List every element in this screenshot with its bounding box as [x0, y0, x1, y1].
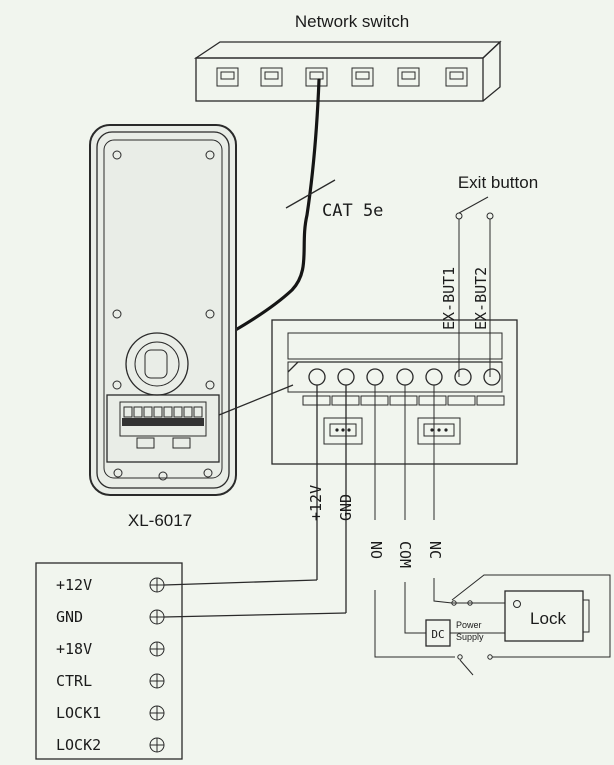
network-switch-label: Network switch	[295, 12, 409, 31]
device-model-label: XL-6017	[128, 511, 192, 530]
terminal-gnd-label: GND	[56, 608, 83, 626]
exit-terminal-1-label: EX-BUT1	[440, 267, 458, 330]
terminal-label-com: COM	[396, 541, 414, 568]
terminal-12v-label: +12V	[56, 576, 92, 594]
dc-label: DC	[431, 628, 444, 641]
power-supply-panel: +12V GND +18V CTRL LOCK1 LOCK2	[35, 562, 347, 760]
network-switch: Network switch	[193, 12, 502, 102]
lock-circuit: DC Power Supply Lock	[425, 574, 611, 676]
lock-label: Lock	[530, 609, 566, 628]
exit-button-label: Exit button	[458, 173, 538, 192]
xl-6017-device: XL-6017	[89, 124, 237, 530]
switch-ports	[216, 67, 468, 87]
power-supply-label-line2: Supply	[456, 632, 484, 642]
exit-button: Exit button EX-BUT1 EX-BUT2	[440, 173, 538, 377]
power-supply-label-line1: Power	[456, 620, 482, 630]
terminal-screw-icons	[149, 577, 165, 753]
power-supply-terminal-list: +12V GND +18V CTRL LOCK1 LOCK2	[56, 576, 101, 754]
terminal-label-no: NO	[367, 541, 385, 559]
output-wires: +12V GND NO COM NC	[307, 385, 455, 658]
terminal-label-gnd: GND	[337, 494, 355, 521]
cable-label: CAT 5e	[322, 201, 383, 221]
exit-terminal-2-label: EX-BUT2	[472, 267, 490, 330]
terminal-block	[271, 319, 518, 465]
terminal-label-12v: +12V	[307, 485, 325, 521]
terminal-label-nc: NC	[426, 541, 444, 559]
terminal-ctrl-label: CTRL	[56, 672, 92, 690]
terminal-lock2-label: LOCK2	[56, 736, 101, 754]
terminal-18v-label: +18V	[56, 640, 92, 658]
terminal-lock1-label: LOCK1	[56, 704, 101, 722]
